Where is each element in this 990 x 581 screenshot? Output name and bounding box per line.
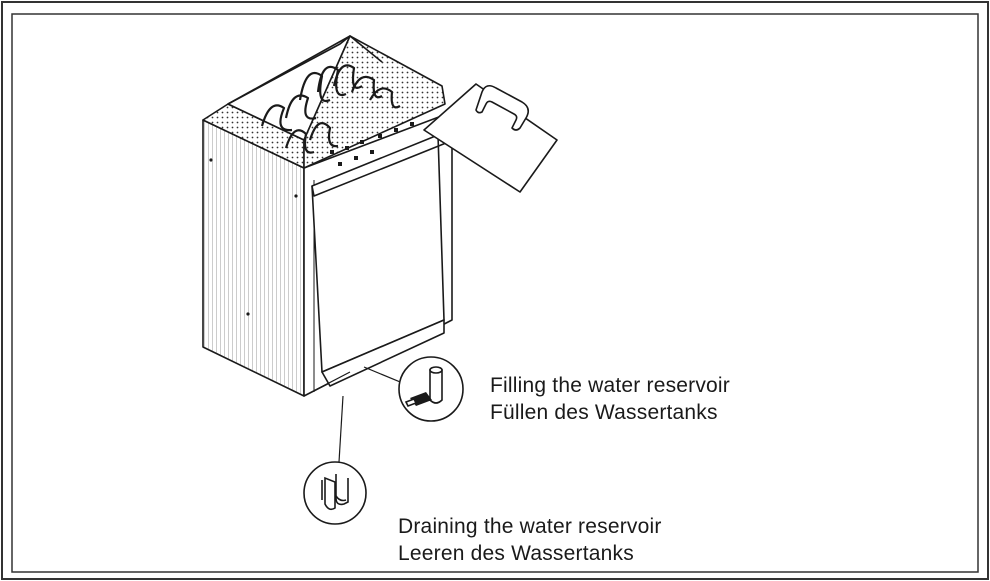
- fill-leader-line: [363, 366, 406, 385]
- drain-caption-german: Leeren des Wassertanks: [398, 542, 634, 565]
- fill-caption-english: Filling the water reservoir: [490, 374, 730, 397]
- drain-leader-line: [338, 395, 344, 463]
- drain-caption: Draining the water reservoir Leeren des …: [398, 513, 662, 567]
- sauna-heater-icon: [202, 35, 453, 397]
- drain-detail-icon: [303, 461, 367, 525]
- fill-caption-german: Füllen des Wassertanks: [490, 401, 718, 424]
- fill-caption: Filling the water reservoir Füllen des W…: [490, 372, 730, 426]
- reservoir-lid-icon: [423, 83, 558, 193]
- drain-caption-english: Draining the water reservoir: [398, 515, 662, 538]
- frame-inner: [11, 13, 979, 573]
- fill-detail-icon: [398, 356, 464, 422]
